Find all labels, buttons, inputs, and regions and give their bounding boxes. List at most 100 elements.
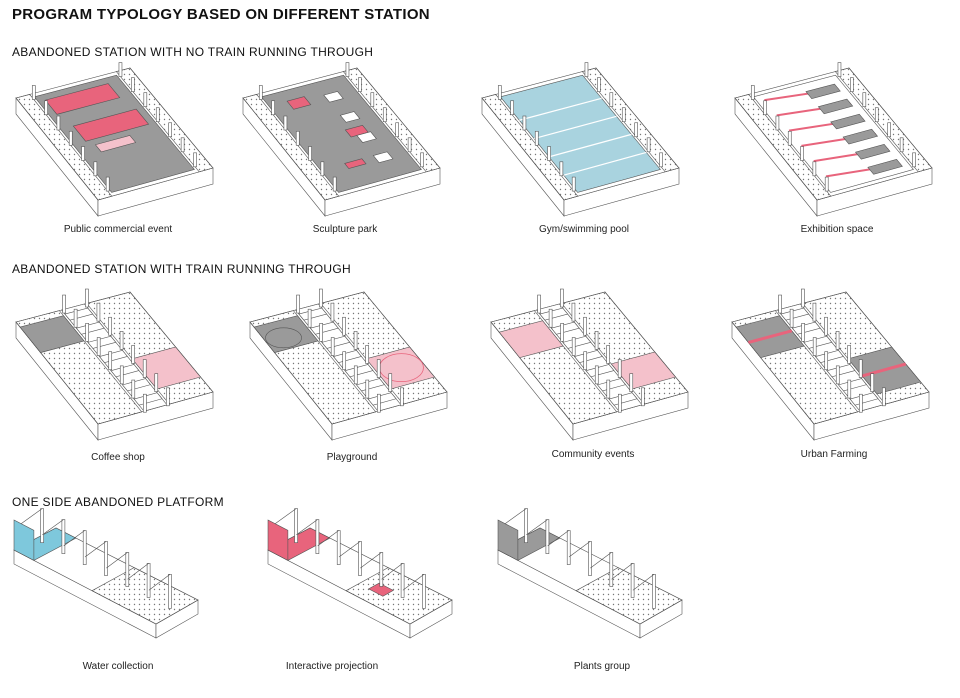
frame-column [146,563,151,598]
frame-column [82,530,87,565]
column [534,130,539,146]
program-water-collection: Water collection [8,508,228,698]
column [319,323,323,342]
column [899,137,904,153]
frame-beam [611,563,633,580]
frame-beam [547,530,569,547]
column [584,62,589,77]
column [606,345,610,364]
platform-strip [15,94,113,201]
lane-line [533,115,617,140]
column [407,137,412,153]
frame-column [630,563,635,598]
column [560,288,564,308]
column [912,152,916,168]
frame-beam [63,530,85,547]
column [858,359,863,378]
column [537,294,541,314]
column [345,62,350,77]
column [320,161,325,177]
frame-column [125,552,130,587]
program-caption: Playground [326,452,378,463]
column [609,92,614,107]
track-bay [64,307,94,321]
column [618,393,622,413]
frame-column [545,519,550,554]
column [763,100,767,116]
column [597,77,601,92]
program-zone [44,83,121,115]
section-heading-train: ABANDONED STATION WITH TRAIN RUNNING THR… [12,262,351,276]
display-panel [805,83,841,99]
station-axonometric-playground [249,288,448,441]
column [370,92,375,107]
column [131,77,135,92]
column [382,107,387,123]
abandoned-platform [575,567,683,625]
program-coffee-shop: Coffee shop [8,288,228,463]
frame-column [422,574,426,609]
frame-column [294,508,298,543]
column [68,130,73,146]
projection-spot [368,582,394,597]
column [377,393,381,413]
frame-beam [20,508,43,524]
column [342,351,347,371]
frame-column [40,508,44,543]
column [571,302,576,322]
column [775,115,780,131]
program-caption: Exhibition space [800,224,874,235]
frame-column [358,541,362,576]
program-caption: Coffee shop [91,452,145,463]
program-caption: Plants group [573,661,631,672]
platform-strip [734,94,832,201]
frame-column [336,530,341,565]
station-axonometric-exhibition [734,62,933,217]
column [295,130,300,146]
station-axonometric-commercial [15,62,214,217]
column [837,62,842,77]
planting-row [748,329,793,344]
sculpture [344,158,367,169]
feature-panel [13,519,35,561]
frame-beam [317,530,339,547]
column [510,100,514,116]
frame-beam [148,574,171,591]
column [330,337,335,356]
column [583,351,588,371]
column [119,331,124,350]
column [859,393,863,413]
column [96,337,101,356]
column [44,100,48,116]
column [81,146,85,161]
track-bay [780,307,810,321]
column [142,359,147,378]
column [119,365,124,385]
lane-line [519,97,602,121]
program-sculpture-park: Sculpture park [235,62,455,238]
column [388,373,393,392]
lane-line [563,151,647,176]
column [571,176,576,192]
column [342,316,346,336]
platform-strip [581,67,680,173]
column [882,387,886,407]
frame-column [61,519,66,554]
column [497,85,502,100]
planting-row [861,362,907,378]
track-bay [573,350,603,363]
display-panel [830,113,866,130]
track-bay [367,392,397,406]
column [583,316,587,336]
frame-beam [568,541,591,558]
frame-column [379,552,384,587]
column [629,373,634,392]
play-circle [265,327,302,349]
feature-panel [267,519,289,561]
column [154,373,159,392]
column [319,288,323,308]
column [800,146,804,161]
column [787,130,792,146]
program-caption: Interactive projection [285,661,379,672]
column [180,137,185,153]
